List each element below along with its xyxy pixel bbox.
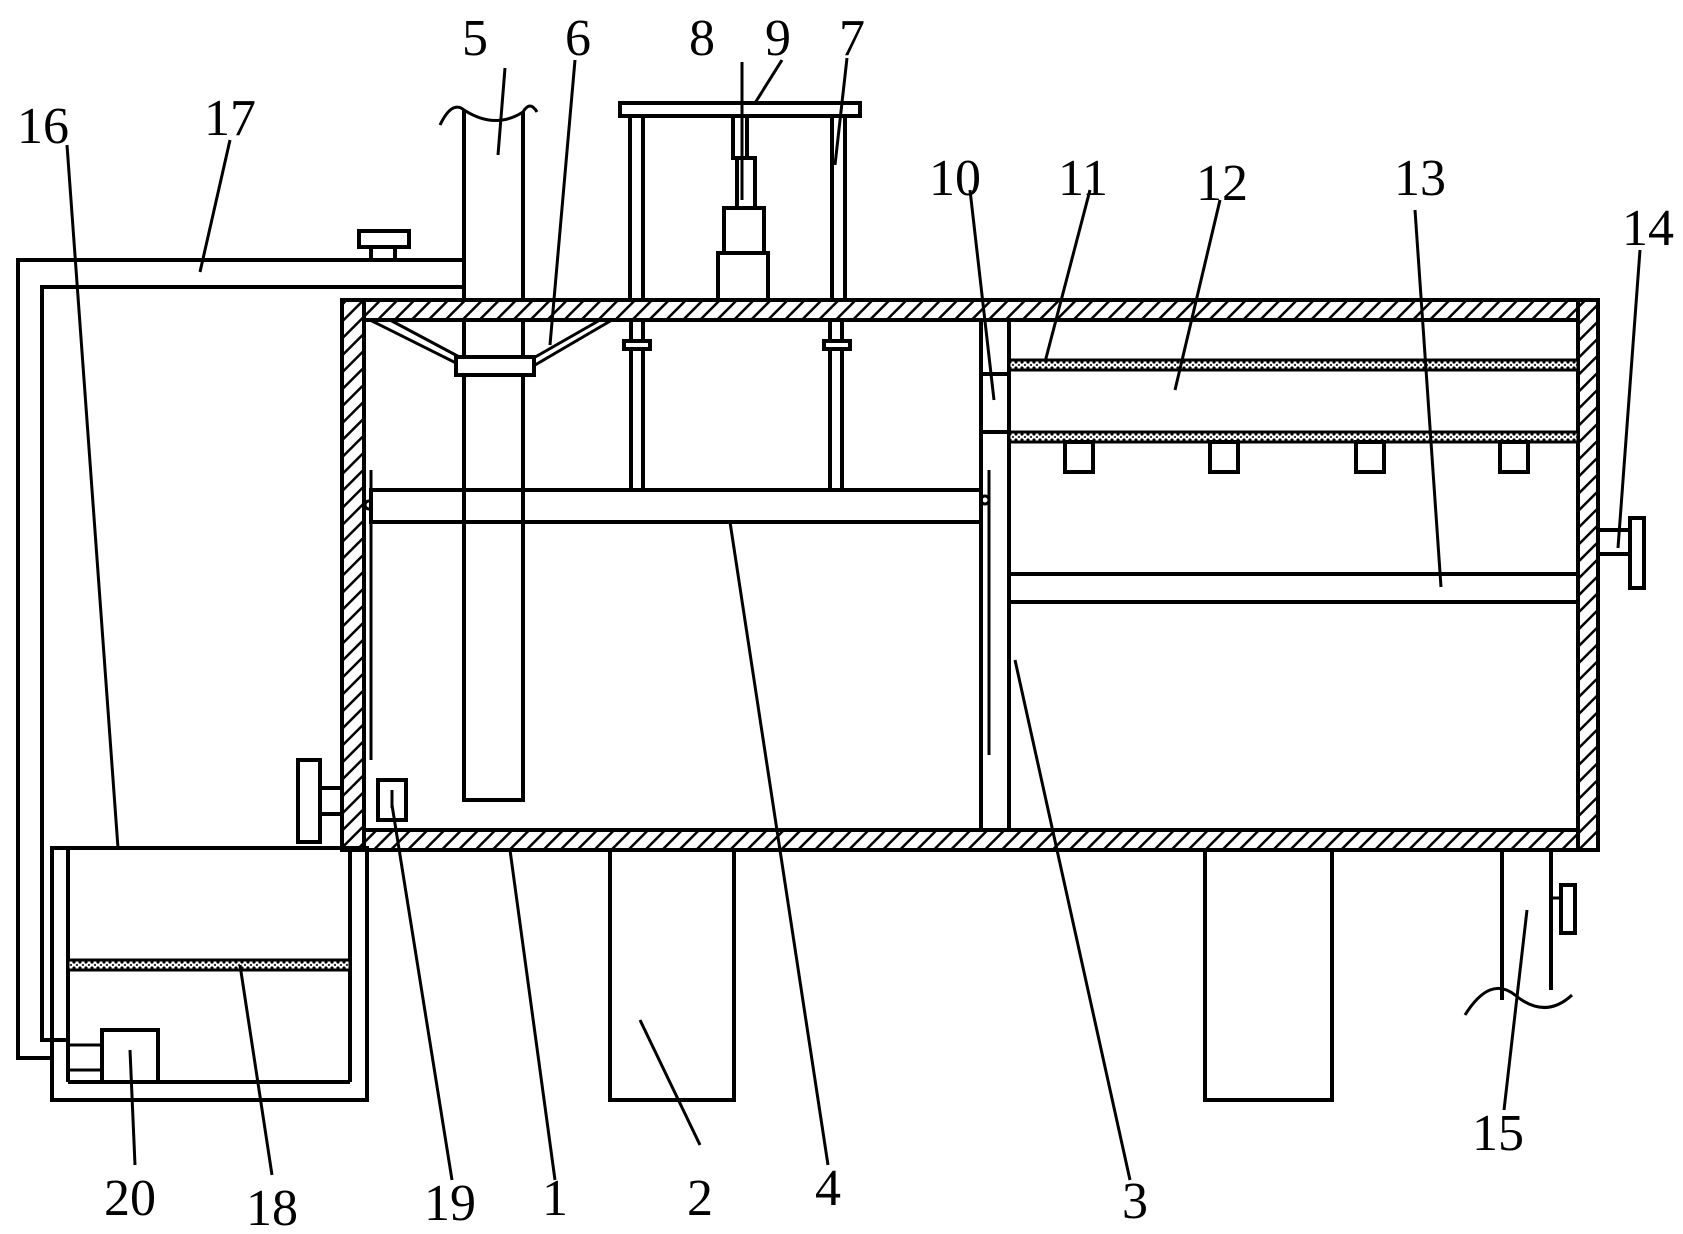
label-8: 8 — [689, 10, 715, 67]
main-tank — [340, 298, 1600, 852]
separator-plate — [1007, 572, 1580, 604]
collection-box — [50, 846, 369, 1102]
lifting-plate — [369, 488, 983, 524]
label-5: 5 — [462, 10, 488, 67]
side-valve — [1596, 516, 1646, 590]
label-10: 10 — [929, 150, 981, 207]
label-1: 1 — [542, 1170, 568, 1227]
support-legs — [608, 848, 1334, 1102]
label-7: 7 — [839, 10, 865, 67]
filter-layers — [1007, 358, 1580, 474]
label-20: 20 — [104, 1170, 156, 1227]
label-14: 14 — [1622, 200, 1674, 257]
label-15: 15 — [1472, 1105, 1524, 1162]
outlet-pipe — [1463, 850, 1577, 1016]
label-2: 2 — [687, 1170, 713, 1227]
label-4: 4 — [815, 1160, 841, 1217]
label-18: 18 — [246, 1180, 298, 1234]
funnel — [369, 318, 613, 377]
drain-valve — [296, 758, 344, 844]
lifting-frame — [618, 101, 862, 490]
connecting-pipe — [981, 372, 1009, 434]
feed-pipe — [438, 104, 539, 802]
label-16: 16 — [17, 98, 69, 155]
reference-labels: 5 6 8 9 7 10 11 12 13 14 15 16 17 20 18 … — [17, 10, 1674, 1234]
label-17: 17 — [204, 90, 256, 147]
label-19: 19 — [424, 1175, 476, 1232]
label-11: 11 — [1058, 150, 1108, 207]
hydraulic-cylinder — [716, 114, 770, 302]
label-9: 9 — [765, 10, 791, 67]
label-3: 3 — [1122, 1173, 1148, 1230]
label-12: 12 — [1196, 155, 1248, 212]
return-pipe — [16, 229, 464, 1060]
level-sensor — [376, 778, 408, 822]
leader-lines — [65, 57, 1642, 1181]
label-6: 6 — [565, 10, 591, 67]
label-13: 13 — [1394, 150, 1446, 207]
